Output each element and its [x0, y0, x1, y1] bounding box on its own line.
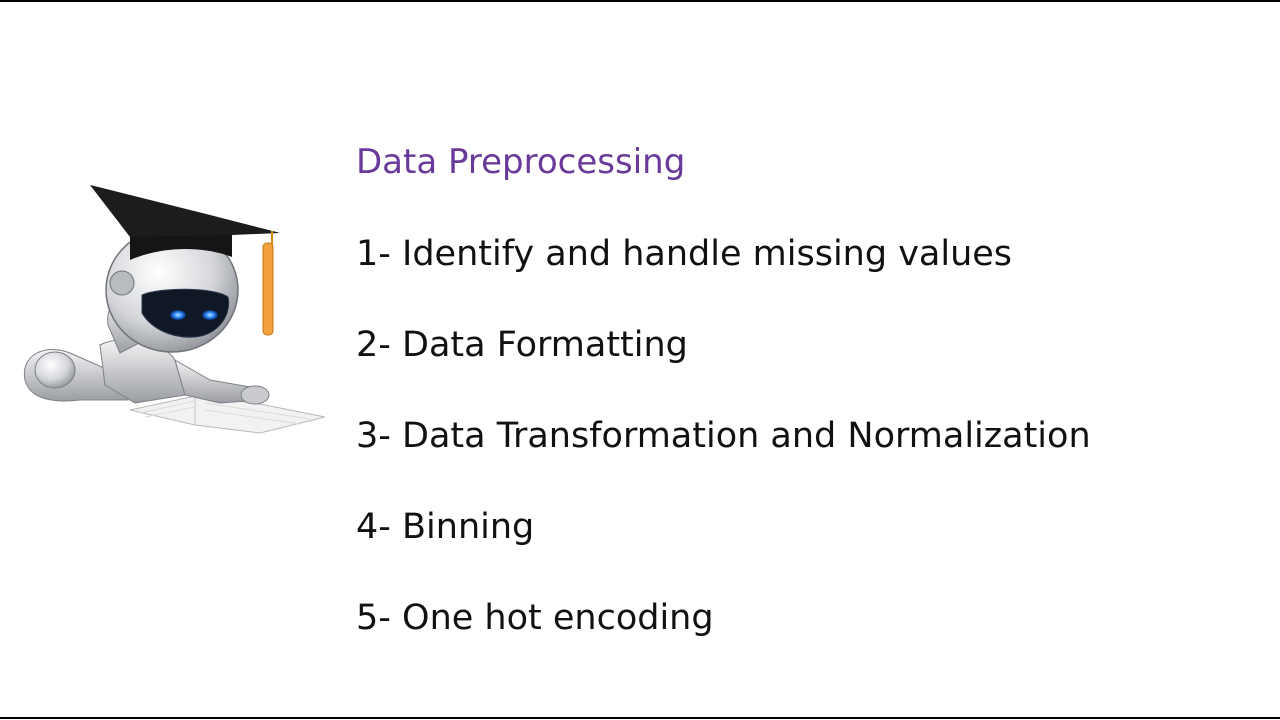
list-item: 1- Identify and handle missing values: [356, 234, 1013, 274]
top-border: [0, 0, 1280, 2]
list-item: 5- One hot encoding: [356, 598, 714, 638]
preprocessing-steps-list: 1- Identify and handle missing values 2-…: [356, 232, 1091, 687]
list-item: 2- Data Formatting: [356, 325, 688, 365]
robot-graduate-reading-book-icon: [23, 185, 326, 434]
list-item: 3- Data Transformation and Normalization: [356, 416, 1091, 456]
slide-title: Data Preprocessing: [356, 142, 686, 182]
bottom-border: [0, 717, 1280, 719]
list-item: 4- Binning: [356, 507, 535, 547]
